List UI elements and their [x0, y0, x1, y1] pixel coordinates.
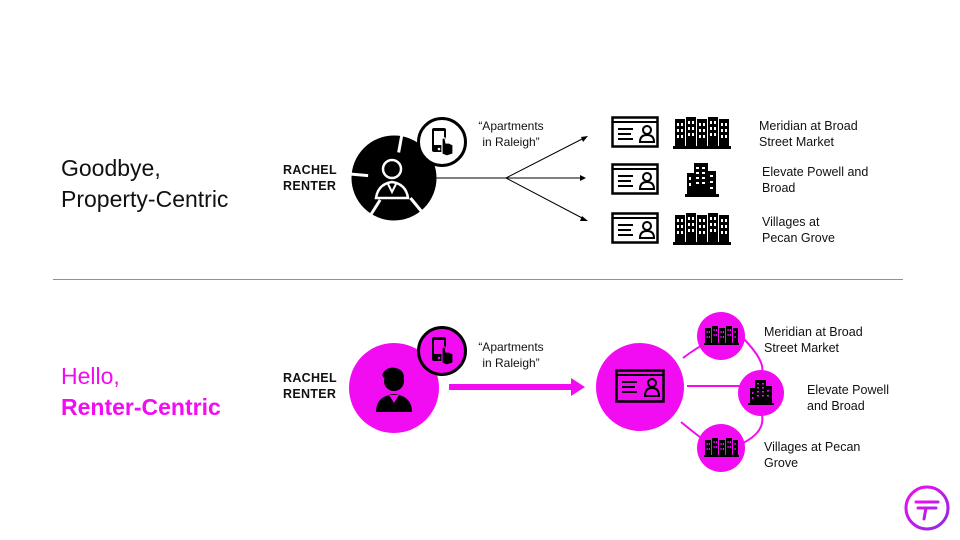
search-query-top: “Apartments in Raleigh” — [471, 118, 551, 150]
id-card-icon — [611, 212, 659, 244]
headline-hello-line2: Renter-Centric — [61, 394, 221, 420]
property-name-line1: Villages at — [762, 215, 820, 229]
headline-hello-line1: Hello, — [61, 363, 120, 389]
renter-label-bottom: RACHEL RENTER — [283, 370, 337, 402]
property-name-line2: Grove — [764, 456, 799, 470]
phone-tap-icon — [417, 117, 467, 167]
tower-building-icon — [685, 163, 719, 197]
property-name-line2: Pecan Grove — [762, 231, 835, 245]
property-name-line2: Broad — [762, 181, 796, 195]
search-query-line1: “Apartments — [478, 119, 544, 133]
property-name-bottom-2: Elevate Powell and Broad — [807, 382, 889, 414]
section-divider — [53, 279, 903, 280]
headline-goodbye-line2: Property-Centric — [61, 186, 229, 212]
property-name-line1: Meridian at Broad — [764, 325, 863, 339]
apartment-complex-icon — [697, 312, 745, 360]
property-name-top-2: Elevate Powell and Broad — [762, 164, 868, 196]
search-query-line1: “Apartments — [478, 340, 544, 354]
property-name-line1: Villages at Pecan — [764, 440, 861, 454]
renter-label-top: RACHEL RENTER — [283, 162, 337, 194]
id-card-icon — [611, 163, 659, 195]
renter-label-line1: RACHEL — [283, 163, 337, 177]
property-name-bottom-3: Villages at Pecan Grove — [764, 439, 860, 471]
property-name-top-1: Meridian at Broad Street Market — [759, 118, 858, 150]
tower-building-icon — [738, 370, 784, 416]
renter-label-line1: RACHEL — [283, 371, 337, 385]
headline-goodbye-line1: Goodbye, — [61, 155, 161, 181]
branch-arrows — [436, 136, 588, 221]
headline-goodbye: Goodbye, Property-Centric — [61, 153, 228, 215]
property-name-line1: Meridian at Broad — [759, 119, 858, 133]
property-name-top-3: Villages at Pecan Grove — [762, 214, 835, 246]
apartment-complex-icon — [673, 117, 731, 149]
property-name-line1: Elevate Powell — [807, 383, 889, 397]
renter-label-line2: RENTER — [283, 387, 337, 401]
property-name-bottom-1: Meridian at Broad Street Market — [764, 324, 863, 356]
property-name-line2: Street Market — [759, 135, 835, 149]
person-icon — [349, 343, 439, 433]
property-name-line2: and Broad — [807, 399, 865, 413]
search-query-bottom: “Apartments in Raleigh” — [471, 339, 551, 371]
property-name-line1: Elevate Powell and — [762, 165, 869, 179]
brand-logo-icon — [904, 485, 950, 531]
id-card-icon — [611, 116, 659, 148]
search-query-line2: in Raleigh” — [482, 135, 540, 149]
headline-hello: Hello, Renter-Centric — [61, 361, 221, 423]
search-query-line2: in Raleigh” — [482, 356, 540, 370]
arrow-to-profile — [449, 378, 585, 396]
apartment-complex-icon — [697, 424, 745, 472]
id-card-icon — [596, 343, 684, 431]
property-name-line2: Street Market — [764, 341, 840, 355]
apartment-complex-icon — [673, 213, 731, 245]
renter-label-line2: RENTER — [283, 179, 337, 193]
phone-tap-icon — [417, 326, 467, 376]
